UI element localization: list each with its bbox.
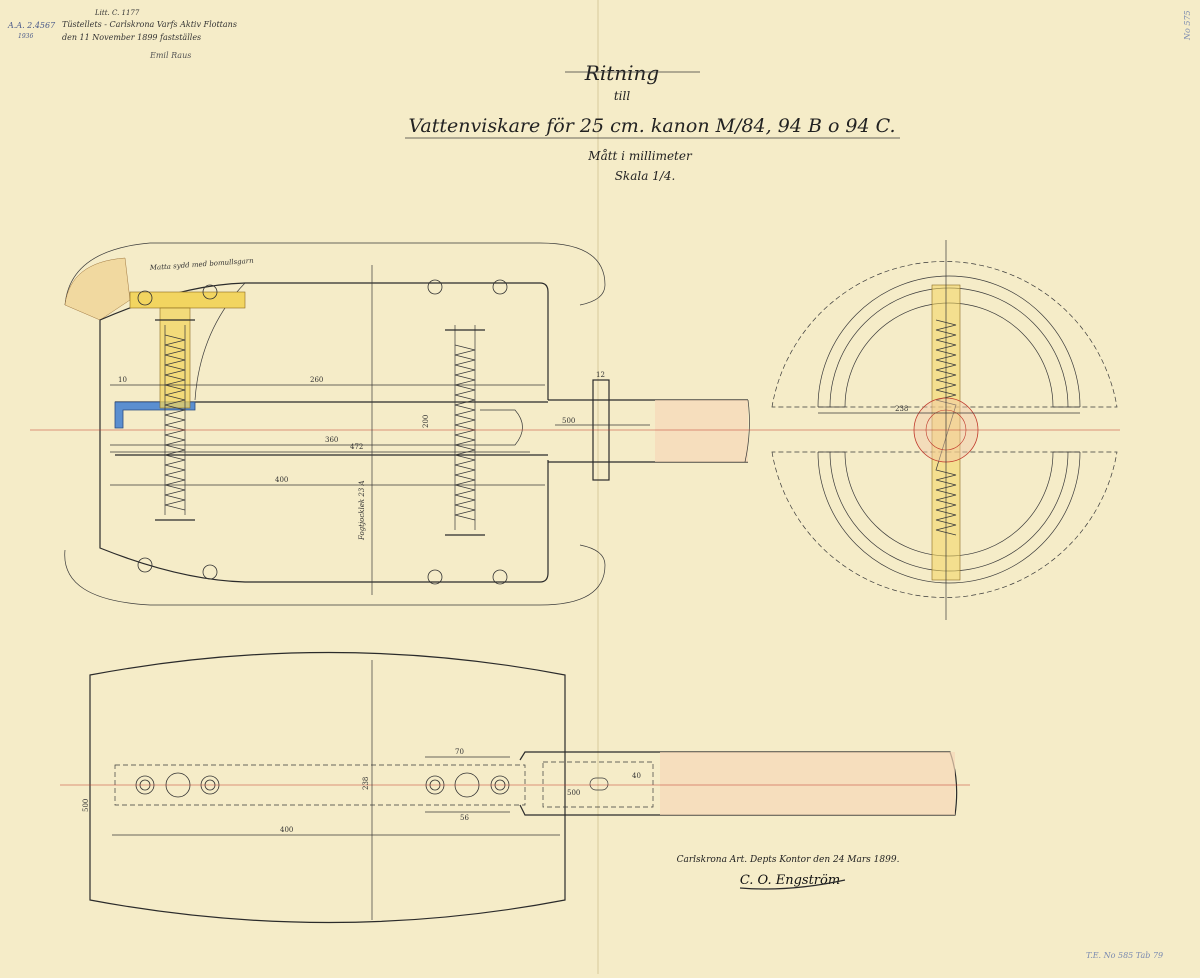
plan-rod-wood: [660, 752, 955, 815]
dim-360: 360: [325, 436, 338, 444]
rod-break: [744, 399, 750, 463]
plan-view: 400 70 56 238 500 40 500: [60, 651, 970, 924]
signature-place-date: Carlskrona Art. Depts Kontor den 24 Mars…: [677, 855, 900, 865]
units-note: Mått i millimeter: [587, 148, 693, 163]
ref-right: No 575: [1183, 10, 1192, 41]
plan-dim-40: 40: [632, 772, 641, 780]
body-bottom: [99, 450, 549, 583]
plan-rod-hole: [589, 777, 609, 791]
rod-wood: [655, 400, 748, 462]
dim-10: 10: [118, 376, 127, 384]
plan-dim-500: 500: [82, 799, 90, 812]
right-spring: [445, 325, 485, 536]
title-sub: till: [614, 89, 630, 103]
outer-shoe-bottom: [64, 544, 606, 606]
scale-note: Skala 1/4.: [615, 169, 676, 183]
dim-12: 12: [596, 371, 605, 379]
fogtjocklek-label: Fogtjocklek 23 A: [358, 480, 366, 541]
plan-dim-400: 400: [280, 826, 293, 834]
title-subject: Vattenviskare för 25 cm. kanon M/84, 94 …: [408, 115, 895, 137]
end-dim-238: 238: [895, 405, 908, 413]
bolts: [137, 279, 508, 585]
ref-left: A.A. 2.4567: [7, 21, 56, 30]
signature-flourish: [739, 879, 846, 890]
archive-line-3: den 11 November 1899 fastställes: [62, 33, 201, 42]
left-spring: [155, 319, 195, 521]
dim-472: 472: [350, 443, 363, 451]
end-view: 238: [770, 240, 1120, 620]
slot-end: [480, 409, 523, 446]
outer-shoe-top: [64, 242, 606, 306]
dim-260: 260: [310, 376, 323, 384]
signature-name: C. O. Engström: [740, 873, 840, 888]
archive-line-1: Litt. C. 1177: [94, 9, 140, 17]
plan-dim-rod-500: 500: [567, 789, 580, 797]
bottom-right-stamp: T.E. No 585 Tab 79: [1086, 951, 1163, 960]
plan-body: [89, 651, 566, 924]
ref-left-year: 1936: [18, 33, 33, 40]
dim-200: 200: [422, 415, 430, 428]
archive-signature: Emil Raus: [149, 51, 191, 60]
plan-dim-56: 56: [460, 814, 469, 822]
yellow-clamp-stem: [159, 307, 191, 409]
title-main: Ritning: [584, 61, 659, 85]
brush-fibres: [64, 257, 131, 321]
blue-l-plate: [114, 401, 196, 429]
dim-400: 400: [275, 476, 288, 484]
archive-line-2: Tüstellets - Carlskrona Varfs Aktiv Flot…: [62, 20, 237, 29]
plan-dim-70: 70: [455, 748, 464, 756]
dim-500: 500: [562, 417, 575, 425]
section-view: Matta sydd med bomullsgarn: [30, 242, 770, 606]
plan-dim-238: 238: [362, 777, 370, 790]
yellow-clamp-top: [129, 291, 246, 309]
plan-rod-socket: [542, 761, 654, 808]
